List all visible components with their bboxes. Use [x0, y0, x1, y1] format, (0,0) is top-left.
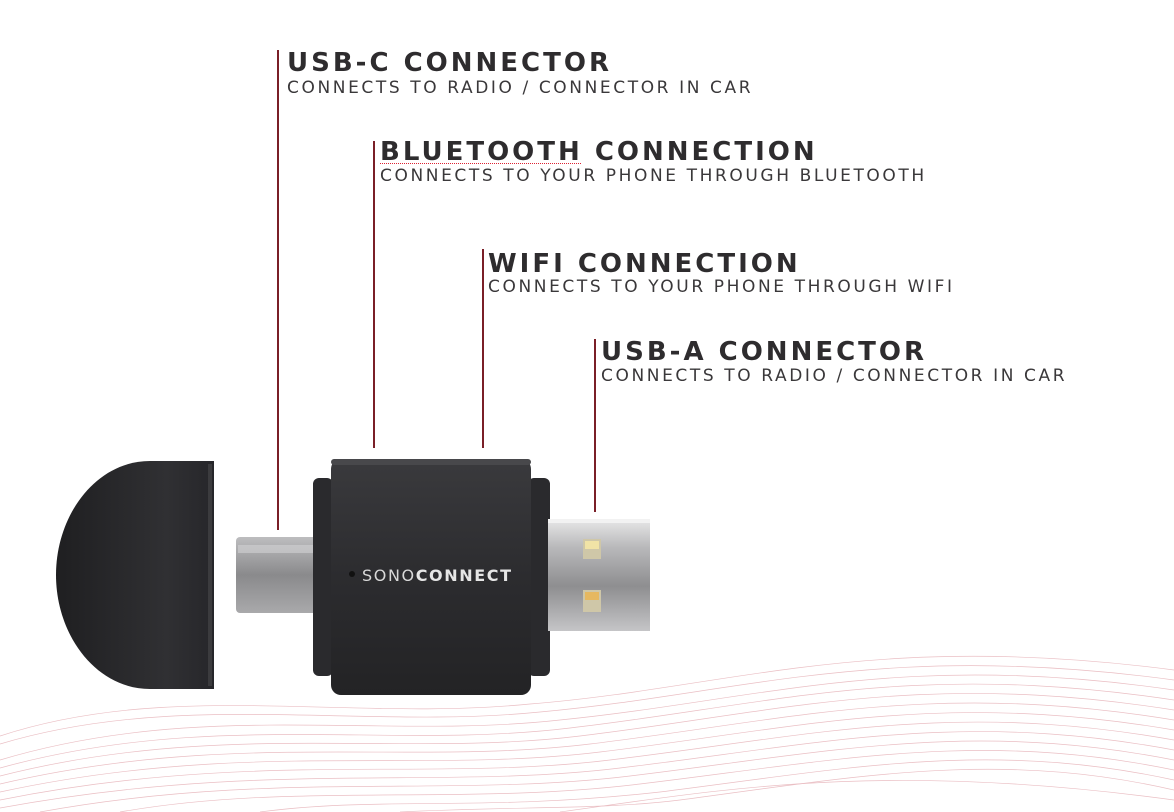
brand-light: SONO [362, 566, 416, 585]
decorative-wave-lines [0, 655, 1174, 812]
status-led [349, 571, 355, 577]
device-cap [56, 461, 214, 689]
callout-subtitle-bluetooth: CONNECTS TO YOUR PHONE THROUGH BLUETOOTH [380, 166, 927, 186]
usb-a-plug [548, 519, 650, 631]
callout-line-usb-a [594, 339, 596, 512]
callout-line-bluetooth [373, 141, 375, 448]
callout-title-bluetooth-word2: CONNECTION [594, 137, 818, 167]
callout-title-wifi: WIFI CONNECTION [488, 249, 801, 279]
brand-bold: CONNECT [415, 566, 513, 585]
callout-subtitle-usb-a: CONNECTS TO RADIO / CONNECTOR IN CAR [601, 366, 1068, 386]
callout-line-usb-c [277, 50, 279, 530]
callout-title-bluetooth-word1: BLUETOOTH [380, 137, 583, 167]
callout-title-usb-a: USB-A CONNECTOR [601, 337, 928, 367]
usb-c-plug [236, 537, 320, 613]
callout-subtitle-usb-c: CONNECTS TO RADIO / CONNECTOR IN CAR [287, 78, 754, 98]
device-brand-label: SONOCONNECT [362, 566, 513, 585]
device-body [331, 459, 531, 695]
callout-line-wifi [482, 249, 484, 448]
callout-title-usb-c: USB-C CONNECTOR [287, 48, 612, 78]
callout-title-bluetooth: BLUETOOTH CONNECTION [380, 138, 818, 166]
callout-subtitle-wifi: CONNECTS TO YOUR PHONE THROUGH WIFI [488, 277, 955, 297]
